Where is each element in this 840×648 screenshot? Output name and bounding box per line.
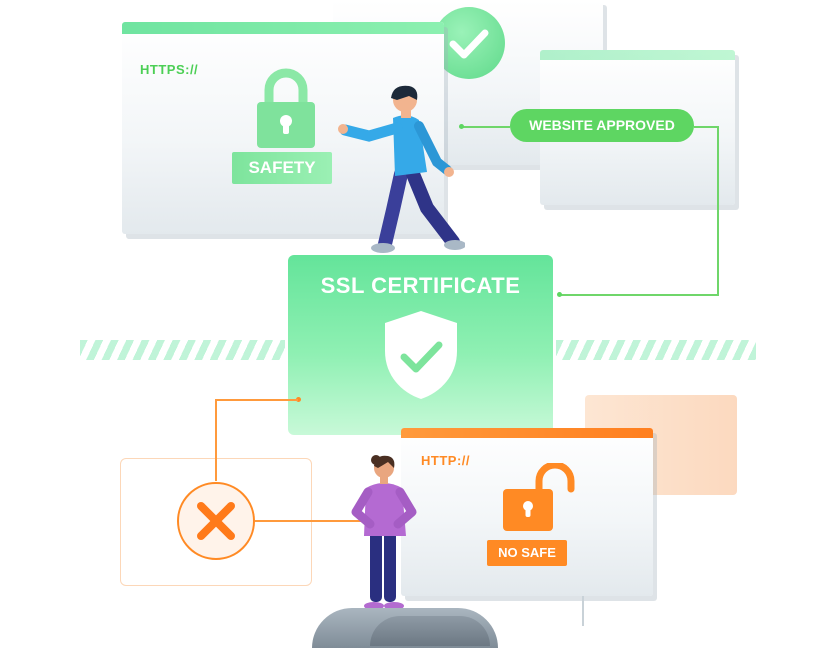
decorative-stripes-right <box>556 340 756 360</box>
x-mark-icon <box>197 502 235 540</box>
connector-line <box>255 520 375 522</box>
connector-line <box>694 126 718 128</box>
connector-dot <box>557 292 562 297</box>
connector-line <box>216 399 298 401</box>
safety-badge: SAFETY <box>232 152 332 184</box>
padlock-open-icon <box>503 463 575 531</box>
connector-dot <box>459 124 464 129</box>
ssl-certificate-card: SSL CERTIFICATE <box>288 255 553 435</box>
http-url-label: HTTP:// <box>421 453 470 468</box>
man-pointing-figure <box>338 85 465 253</box>
grey-pedestal-inner <box>370 616 490 646</box>
website-approved-pill: WEBSITE APPROVED <box>510 109 694 142</box>
connector-dot <box>296 397 301 402</box>
connector-line <box>717 126 719 296</box>
approved-check-badge <box>433 7 505 79</box>
decorative-stripes-left <box>80 340 285 360</box>
ssl-certificate-title: SSL CERTIFICATE <box>320 273 521 298</box>
connector-line <box>462 126 510 128</box>
padlock-closed-icon <box>257 68 315 148</box>
shield-check-icon <box>385 311 457 399</box>
connector-line <box>215 399 217 481</box>
check-icon <box>449 29 489 59</box>
insecure-website-window: HTTP:// NO SAFE <box>401 428 653 596</box>
window-title-bar <box>540 50 735 60</box>
window-title-bar <box>401 428 653 438</box>
cable-line <box>582 596 584 626</box>
woman-standing-figure <box>351 455 417 610</box>
rejected-x-badge <box>177 482 255 560</box>
connector-line <box>560 294 719 296</box>
window-title-bar <box>122 22 444 34</box>
https-url-label: HTTPS:// <box>140 62 199 77</box>
no-safe-badge: NO SAFE <box>487 540 567 566</box>
